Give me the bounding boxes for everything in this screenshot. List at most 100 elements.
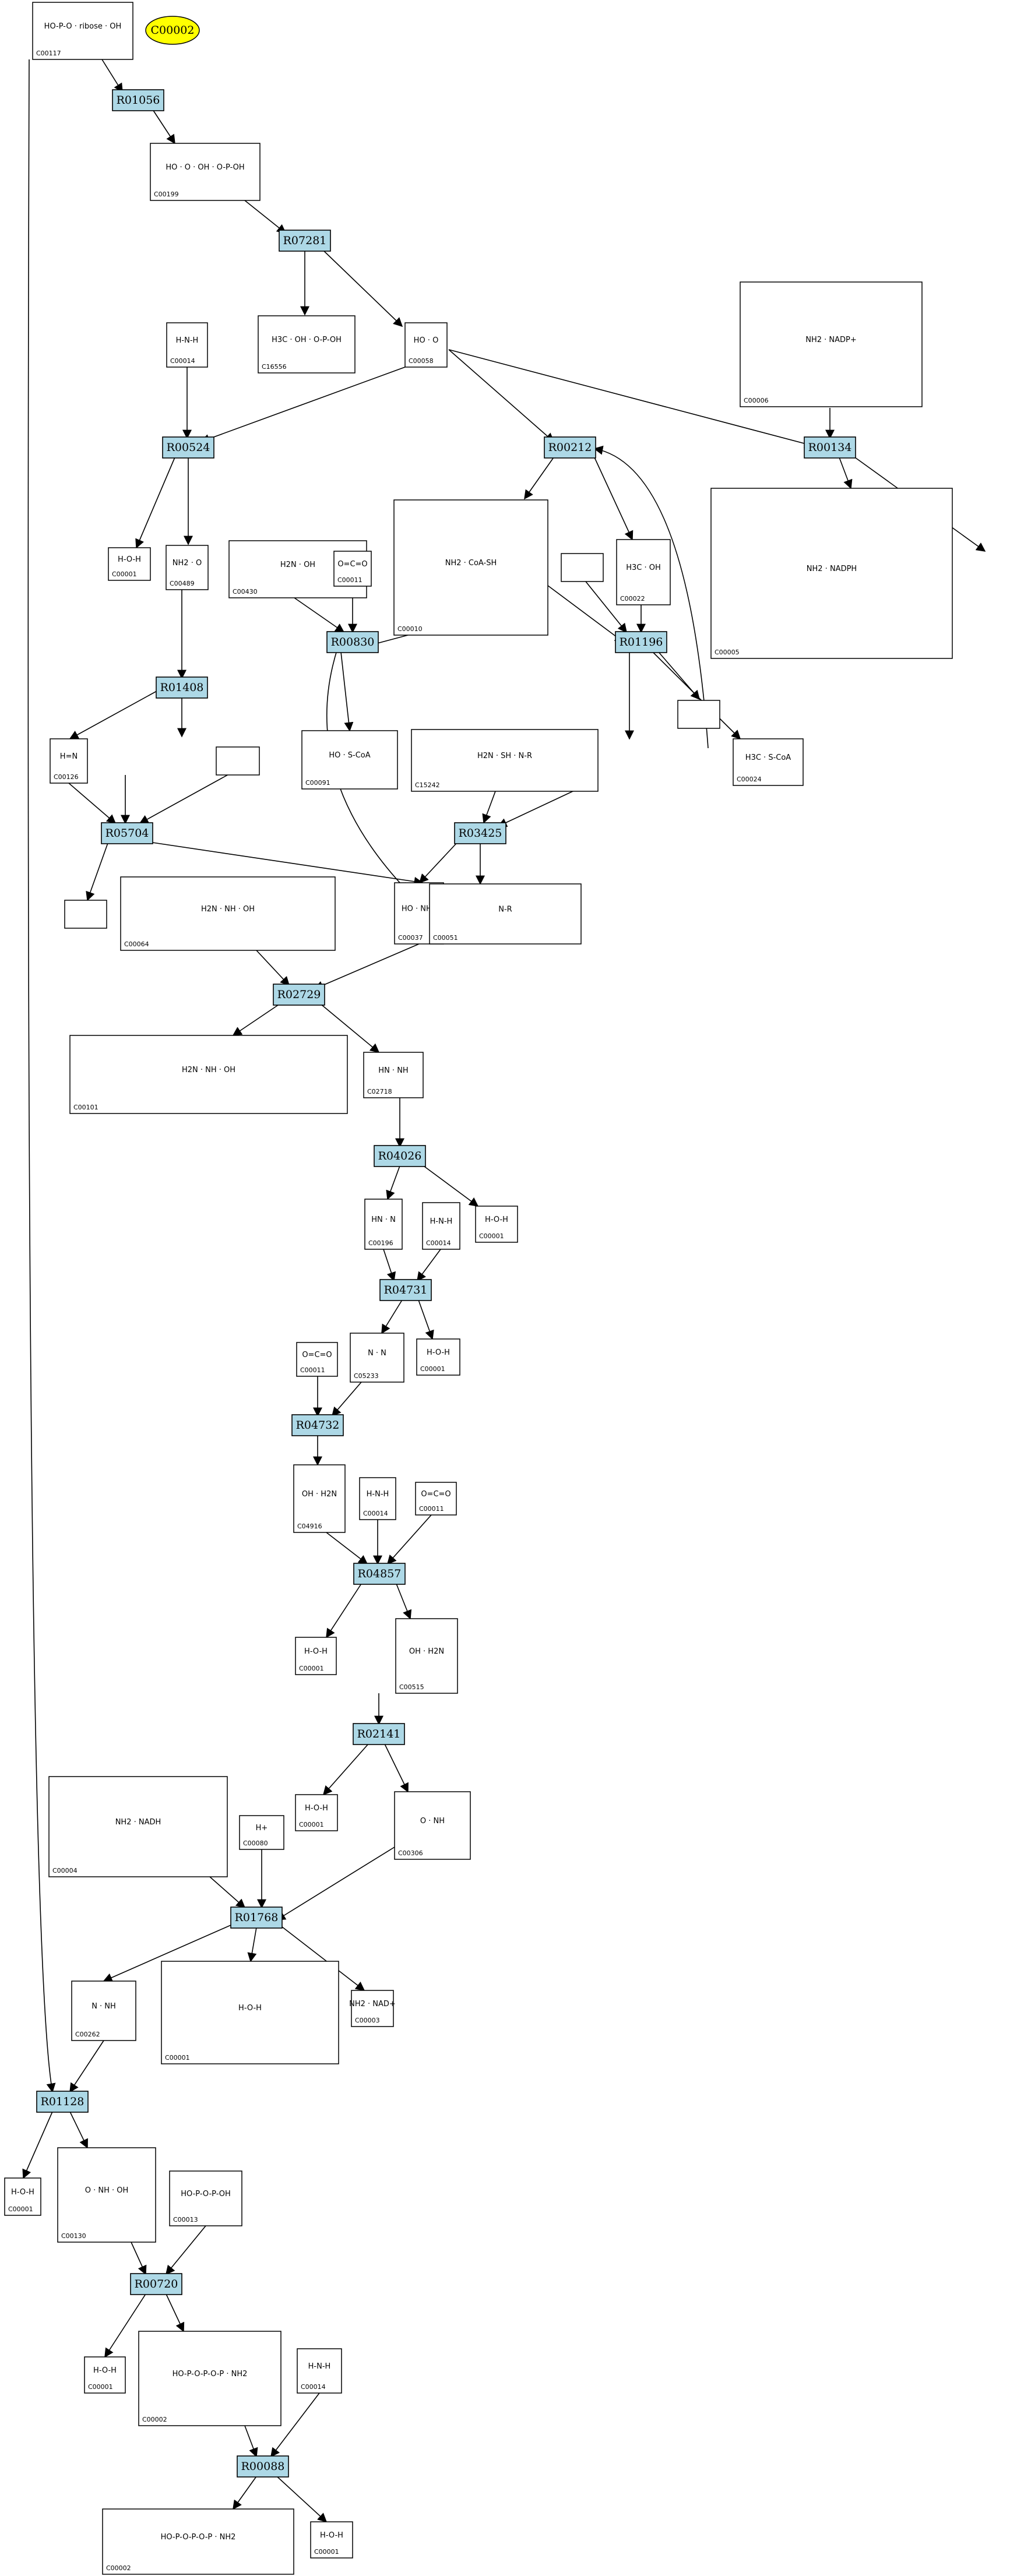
compound-structure: O · NH — [420, 1817, 445, 1826]
empty-compound-box[interactable] — [64, 900, 107, 929]
compound-id: C00101 — [73, 1104, 98, 1111]
reaction-arrow — [386, 1165, 400, 1200]
reaction-arrow — [326, 1583, 362, 1638]
reaction-node[interactable]: R04026 — [374, 1145, 426, 1167]
compound-structure: HO · NH2 — [402, 905, 437, 914]
compound-structure: N-R — [498, 905, 512, 914]
reaction-node[interactable]: R05704 — [101, 822, 153, 844]
reaction-node[interactable]: R04857 — [353, 1563, 406, 1585]
reaction-node[interactable]: R01408 — [156, 676, 208, 699]
seed-compound[interactable]: C00002 — [145, 16, 200, 45]
compound-id: C00001 — [165, 2054, 190, 2061]
compound-node[interactable]: NH2 · NADP+C00006 — [740, 281, 923, 407]
compound-node[interactable]: H2N · NH · OH C00101 — [69, 1035, 348, 1114]
reaction-node[interactable]: R00830 — [326, 631, 379, 653]
compound-structure: OH · H2N — [409, 1647, 444, 1656]
reaction-arrow — [232, 1003, 280, 1036]
compound-structure: H2N · NH · OH — [182, 1066, 235, 1074]
compound-id: C00196 — [368, 1239, 393, 1247]
reaction-node[interactable]: R00088 — [237, 2455, 289, 2478]
reaction-node[interactable]: R07281 — [279, 230, 331, 252]
compound-id: C00011 — [337, 576, 363, 584]
reaction-node[interactable]: R04732 — [291, 1414, 344, 1436]
compound-node[interactable]: NH2 · NAD+C00003 — [349, 1990, 396, 2027]
reaction-node[interactable]: R00212 — [544, 436, 596, 459]
reaction-node[interactable]: R01056 — [112, 89, 164, 111]
compound-structure: H-N-H — [176, 336, 199, 345]
reaction-arrow — [200, 367, 406, 443]
reaction-node[interactable]: R00134 — [804, 436, 856, 459]
reaction-node[interactable]: R01128 — [36, 2091, 89, 2113]
reaction-node[interactable]: R01196 — [615, 631, 667, 653]
compound-id: C00064 — [124, 940, 149, 948]
reaction-node[interactable]: R00524 — [162, 436, 214, 459]
reaction-node[interactable]: R02729 — [273, 984, 325, 1006]
compound-node[interactable]: H+C00080 — [239, 1815, 284, 1850]
empty-compound-box[interactable] — [216, 746, 260, 776]
compound-structure: O=C=O — [337, 560, 367, 569]
compound-id: C02718 — [367, 1088, 392, 1095]
reaction-node[interactable]: R00720 — [130, 2273, 182, 2295]
compound-structure: H3C · OH — [626, 563, 661, 572]
compound-id: C00013 — [173, 2216, 198, 2223]
empty-compound-box[interactable] — [561, 553, 604, 582]
reaction-node[interactable]: R03425 — [454, 822, 506, 844]
reaction-arrow — [276, 1922, 365, 1991]
reaction-label: R04732 — [296, 1419, 340, 1432]
compound-structure: NH2 · NADPH — [807, 565, 857, 573]
compound-box — [138, 2331, 281, 2426]
reaction-arrow — [247, 1927, 257, 1962]
compound-box — [411, 729, 599, 792]
compound-node[interactable]: O=C=O C00011 — [333, 551, 372, 587]
empty-compound-box[interactable] — [677, 700, 720, 729]
seed-ellipse — [145, 16, 200, 45]
reaction-node[interactable]: R02141 — [353, 1723, 405, 1745]
compound-id: C00080 — [243, 1840, 268, 1847]
reaction-arrow — [585, 581, 628, 633]
reaction-arrow — [166, 2293, 185, 2332]
reaction-node[interactable]: R04731 — [379, 1279, 432, 1301]
reaction-node[interactable]: R01768 — [230, 1907, 283, 1929]
